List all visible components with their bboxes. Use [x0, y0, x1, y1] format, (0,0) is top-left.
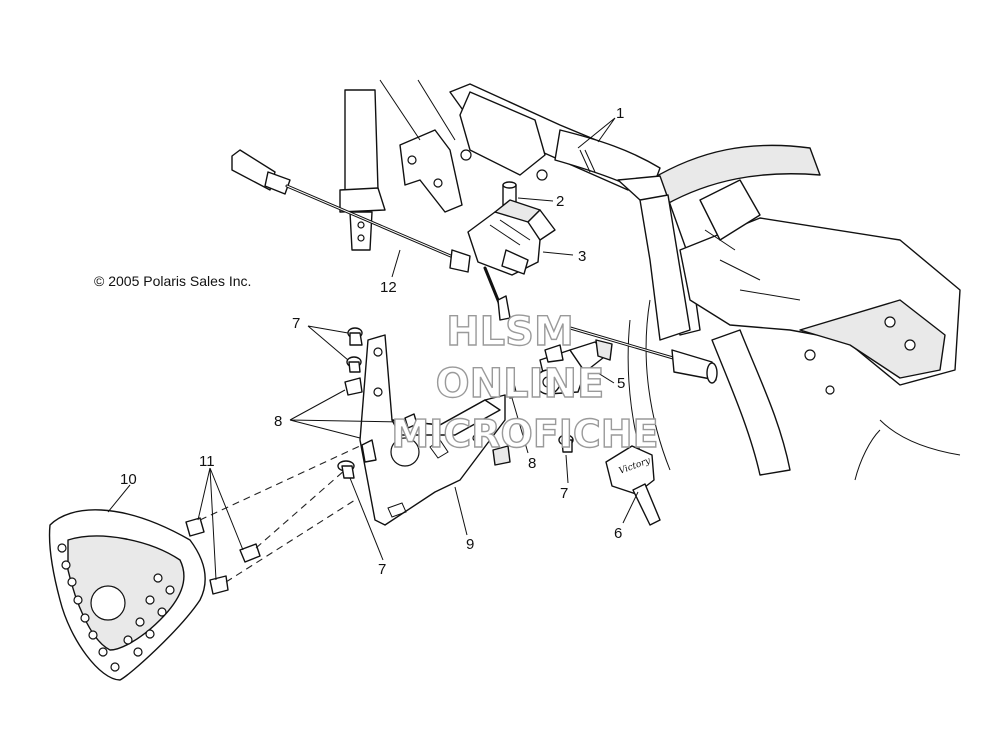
leader-lines	[107, 117, 639, 581]
callout-7-right: 7	[560, 485, 568, 502]
callout-11: 11	[199, 453, 215, 470]
part-11-clips	[185, 444, 363, 595]
callout-3: 3	[578, 248, 586, 265]
callout-7-bottom: 7	[378, 561, 386, 578]
frame-assembly	[339, 79, 961, 481]
part-6-key: Victory	[605, 445, 661, 526]
callout-2: 2	[556, 193, 564, 210]
watermark-line-3: MICROFICHE	[391, 412, 658, 456]
watermark-line-2: ONLINE	[436, 361, 605, 407]
callouts: 1 2 3 5 6 7 7 7 8 8 9 10 11 12	[120, 105, 625, 578]
callout-6: 6	[614, 525, 622, 542]
callout-5: 5	[617, 375, 625, 392]
watermark: HLSM ONLINE MICROFICHE	[391, 308, 660, 456]
callout-12: 12	[380, 279, 397, 296]
callout-9: 9	[466, 536, 474, 553]
callout-1: 1	[616, 105, 624, 122]
part-5-lock-cylinder	[535, 339, 613, 395]
cover-dots	[57, 543, 175, 672]
cable-assembly	[231, 149, 718, 384]
part-9-bracket	[359, 334, 506, 526]
callout-7-top: 7	[292, 315, 300, 332]
watermark-line-1: HLSM	[446, 309, 574, 355]
part-7-screws	[337, 327, 574, 479]
part-10-headlight-cover	[48, 509, 206, 681]
part-3-ignition-switch	[467, 199, 556, 276]
copyright-notice: © 2005 Polaris Sales Inc.	[94, 273, 251, 289]
callout-8-left: 8	[274, 413, 282, 430]
callout-10: 10	[120, 471, 137, 488]
callout-8-right: 8	[528, 455, 536, 472]
part-8-clips	[344, 377, 518, 466]
